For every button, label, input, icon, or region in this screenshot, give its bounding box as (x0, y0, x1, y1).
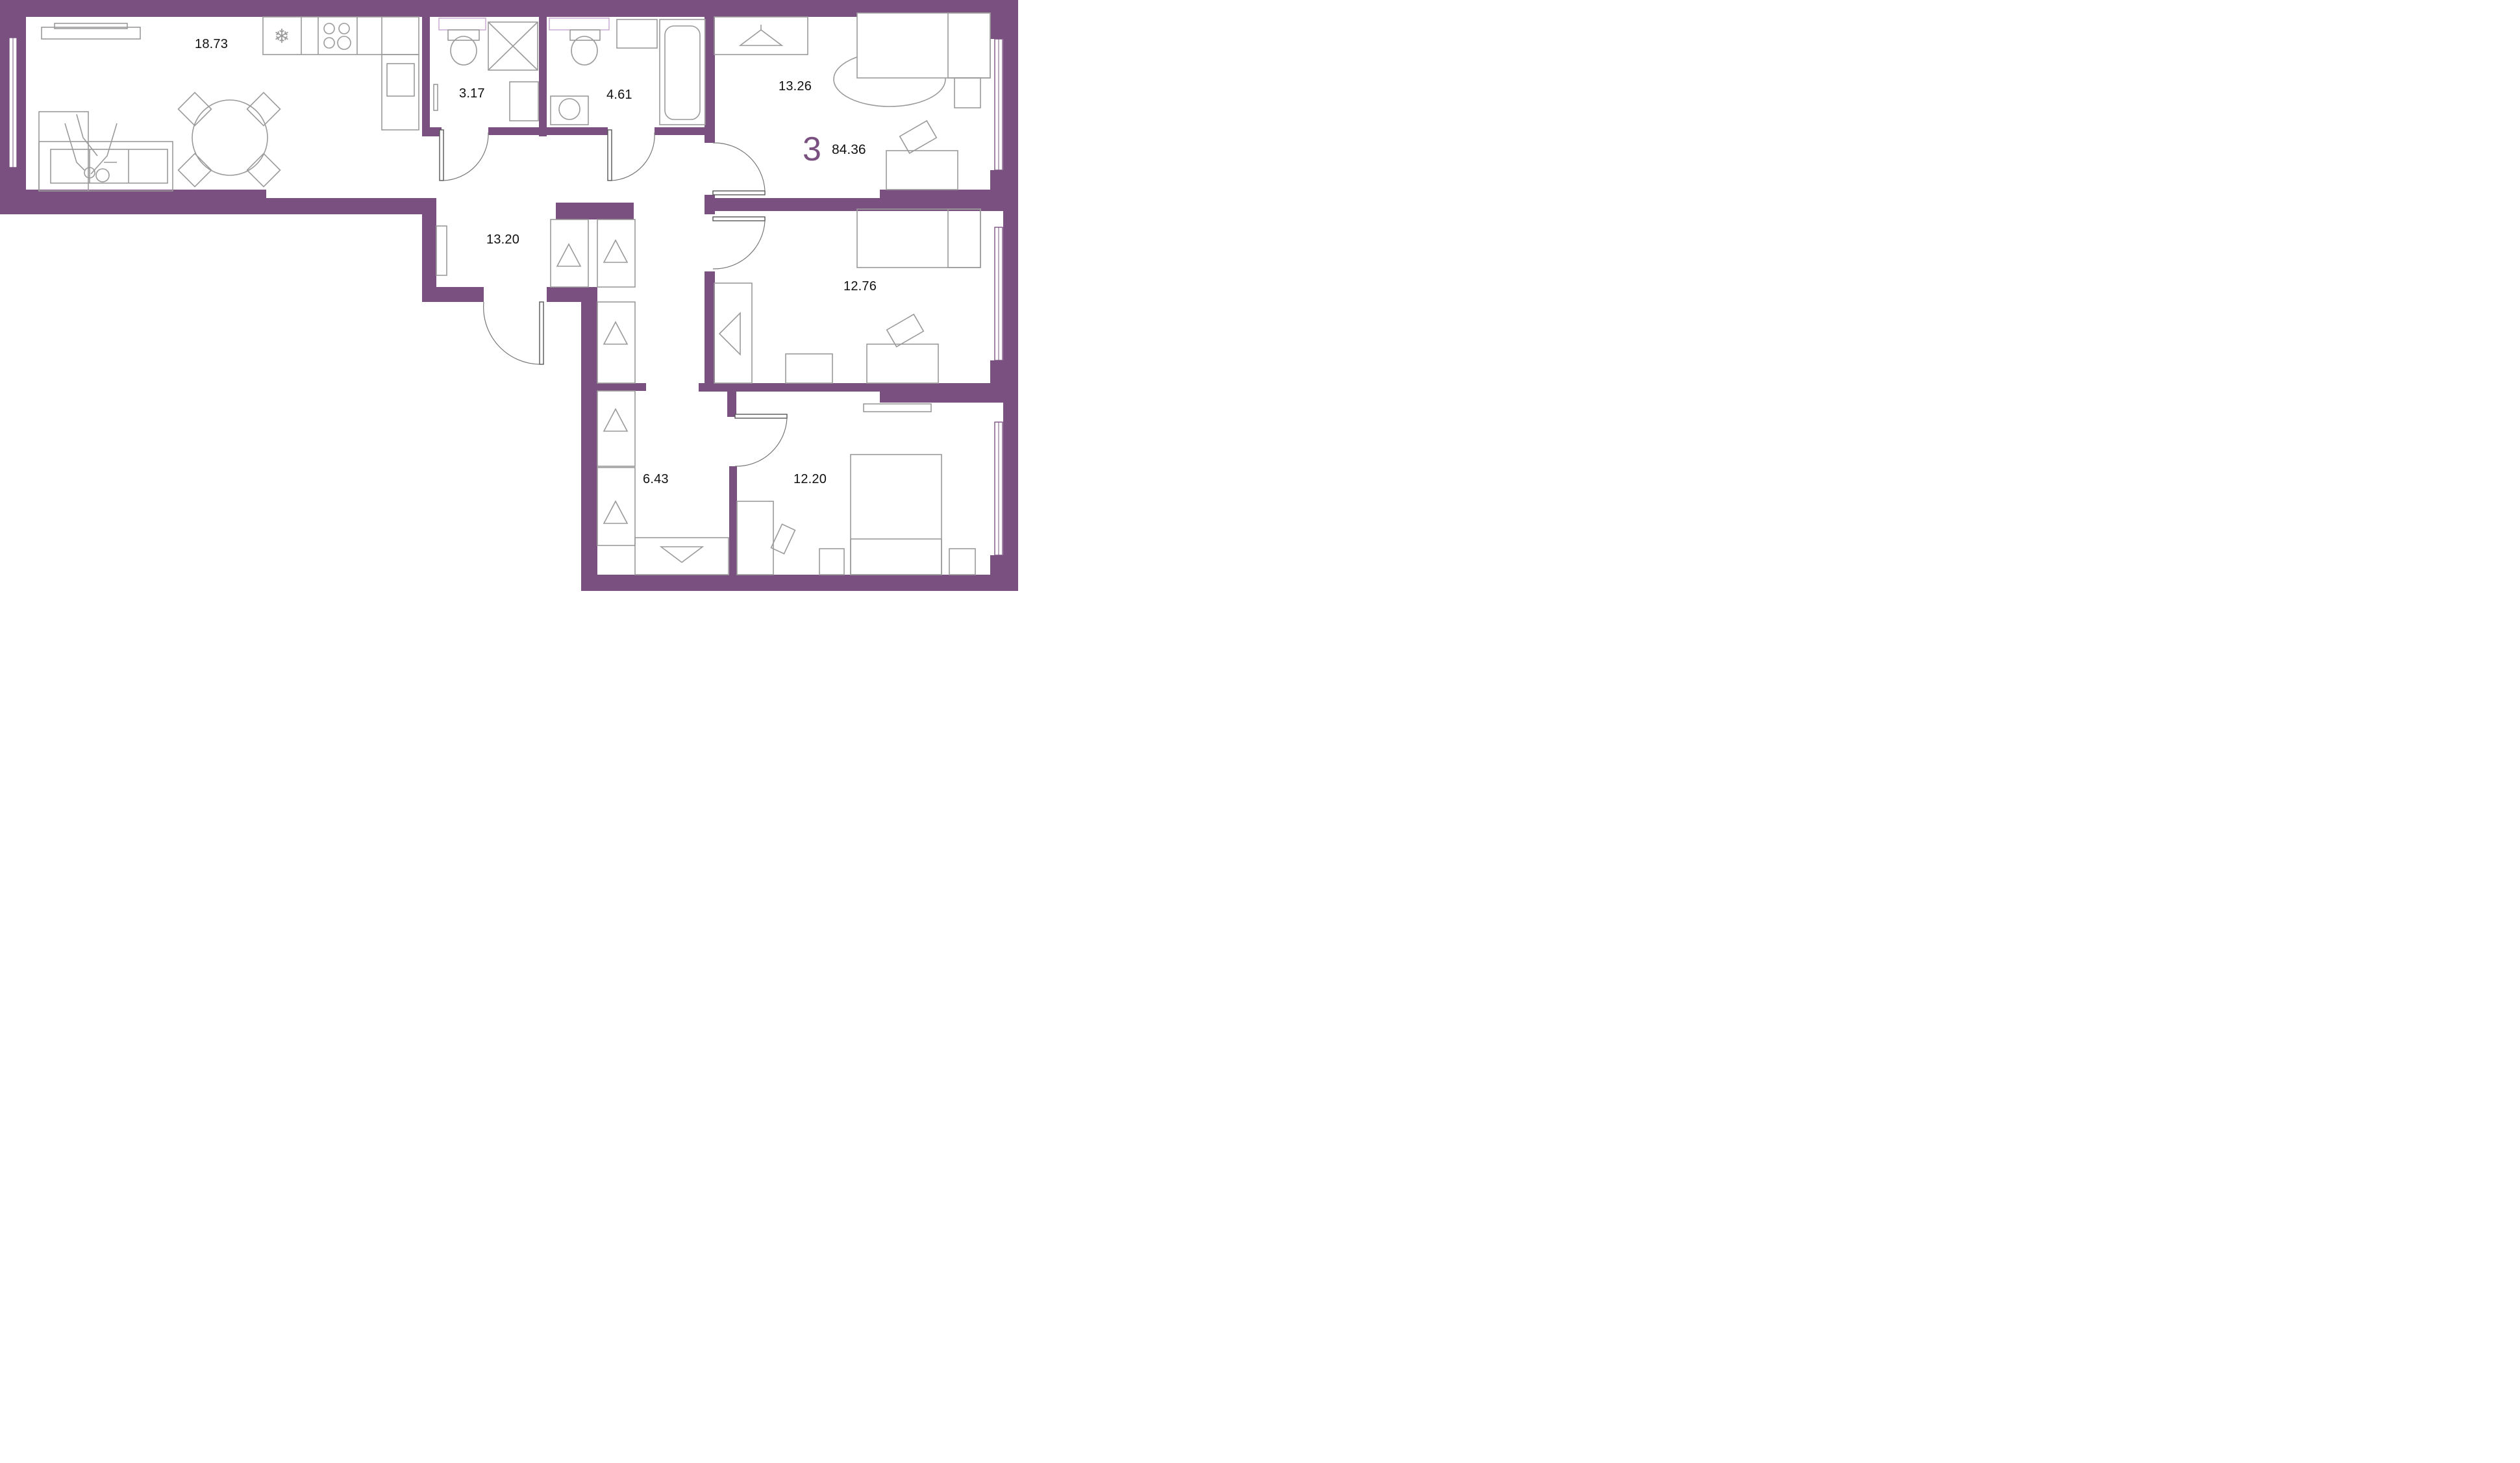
doors (439, 129, 788, 467)
room-area-corridor: 6.43 (643, 472, 669, 486)
room-area-bathroom-large: 4.61 (606, 88, 632, 102)
room-area-bedroom-bottom-right: 12.20 (793, 472, 827, 486)
bedroom-top-furniture (714, 12, 991, 190)
windows (8, 18, 1003, 556)
room-area-kitchen-living: 18.73 (195, 37, 229, 51)
total-area: 84.36 (832, 142, 866, 157)
room-area-bedroom-top-right: 13.26 (779, 79, 812, 94)
kitchen-furniture: ❄ (38, 16, 419, 192)
floor-plan: ❄ (0, 0, 1018, 591)
bedroom-middle-furniture (714, 208, 981, 384)
bedroom-bottom-furniture (736, 403, 976, 575)
svg-text:❄: ❄ (273, 25, 290, 48)
wardrobe-furniture (436, 219, 729, 575)
bathroom-furniture (433, 19, 706, 125)
room-area-bathroom-small: 3.17 (459, 86, 485, 101)
room-area-hallway: 13.20 (486, 232, 520, 247)
walls (0, 0, 1018, 591)
rooms-count: 3 (803, 131, 821, 168)
room-area-bedroom-middle-right: 12.76 (843, 279, 877, 294)
